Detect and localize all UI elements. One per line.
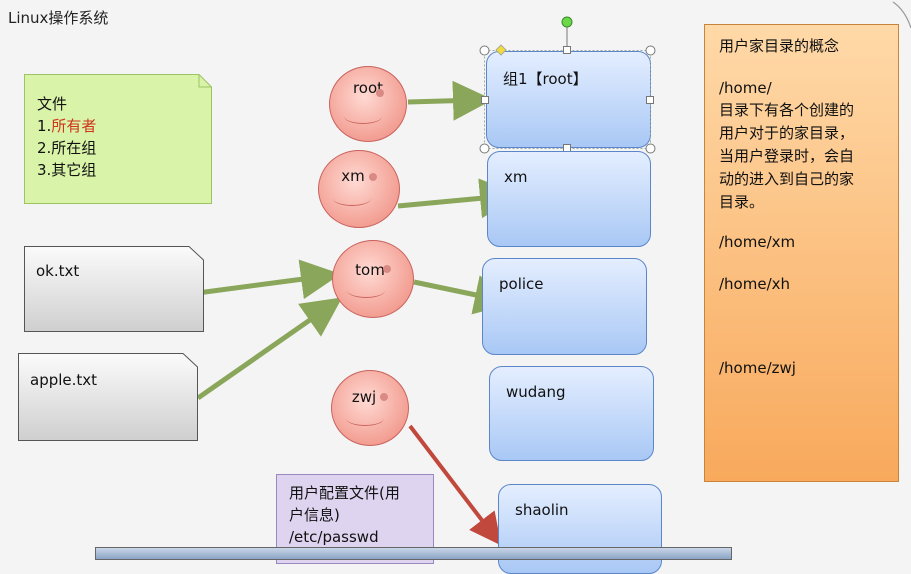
group-box-shaolin[interactable]: shaolin — [498, 484, 662, 574]
file-note-shape — [24, 74, 212, 204]
doc-ok-shape — [24, 246, 204, 332]
smile — [333, 191, 371, 206]
eye — [376, 89, 384, 97]
eye — [369, 173, 377, 181]
user-label-tom: tom — [355, 261, 385, 279]
smile — [346, 411, 384, 426]
concept-line: /home/xh — [719, 275, 791, 293]
group-box-group1[interactable]: 组1【root】 — [486, 51, 651, 148]
group-box-police[interactable]: police — [482, 258, 647, 355]
file-note-line: 3.其它组 — [37, 161, 97, 179]
group-box-wudang[interactable]: wudang — [489, 366, 654, 461]
resize-handle[interactable] — [646, 96, 654, 104]
owner-text: 所有者 — [51, 117, 97, 135]
user-face-tom: tom — [332, 240, 414, 318]
eye — [383, 265, 391, 273]
concept-line: /home/xm — [719, 233, 796, 251]
arrow-apple-tom — [196, 297, 343, 401]
file-note-line-owner: 1.所有者 — [37, 115, 96, 137]
selection-frame — [479, 16, 656, 154]
group-label: xm — [504, 168, 528, 186]
config-line: 用户配置文件(用 — [289, 484, 400, 502]
arrow-zwj-shaolin — [408, 424, 502, 546]
doc-ok-label: ok.txt — [36, 262, 80, 280]
config-line: /etc/passwd — [289, 528, 379, 546]
curl-line — [892, 1, 911, 29]
concept-title: 用户家目录的概念 — [719, 37, 840, 55]
doc-apple-label: apple.txt — [30, 371, 98, 389]
concept-line: /home/zwj — [719, 359, 796, 377]
concept-line: 目录。 — [719, 193, 765, 211]
diagram-canvas: Linux操作系统 文件 1.所有者 2.所在组 3.其它组 — [8, 1, 911, 574]
concept-line: 当用户登录时，会自 — [719, 147, 855, 165]
num-1: 1. — [37, 117, 52, 135]
arrow-root-group1 — [407, 80, 493, 121]
concept-line: 用户对于的家目录， — [719, 124, 855, 142]
file-note-line: 2.所在组 — [37, 139, 97, 157]
user-label-zwj: zwj — [351, 388, 377, 406]
group-box-xm[interactable]: xm — [487, 151, 651, 247]
concept-line: 目录下有各个创建的 — [719, 101, 855, 119]
smile — [344, 109, 382, 124]
group-label: police — [499, 275, 544, 293]
user-face-root: root — [329, 66, 407, 142]
resize-handle[interactable] — [563, 46, 571, 54]
file-note: 文件 1.所有者 2.所在组 3.其它组 — [37, 93, 96, 181]
group-label: wudang — [506, 383, 566, 401]
home-concept-panel: 用户家目录的概念 /home/ 目录下有各个创建的 用户对于的家目录， 当用户登… — [704, 24, 899, 482]
taskbar-strip — [95, 547, 732, 560]
user-face-xm: xm — [318, 150, 400, 228]
user-face-zwj: zwj — [331, 370, 409, 446]
concept-line: /home/ — [719, 79, 772, 97]
doc-apple-shape — [18, 353, 198, 441]
resize-handle[interactable] — [481, 96, 489, 104]
file-note-line: 文件 — [37, 95, 68, 113]
group-label: shaolin — [515, 501, 569, 519]
user-label-xm: xm — [341, 167, 365, 185]
group-label: 组1【root】 — [503, 70, 588, 88]
arrow-ok-tom — [189, 259, 341, 300]
smile — [347, 283, 385, 298]
user-label-root: root — [352, 79, 384, 97]
page-title: Linux操作系统 — [8, 9, 109, 27]
eye — [380, 393, 388, 401]
concept-line: 动的进入到自己的家 — [719, 170, 855, 188]
config-line: 户信息) — [289, 506, 340, 524]
